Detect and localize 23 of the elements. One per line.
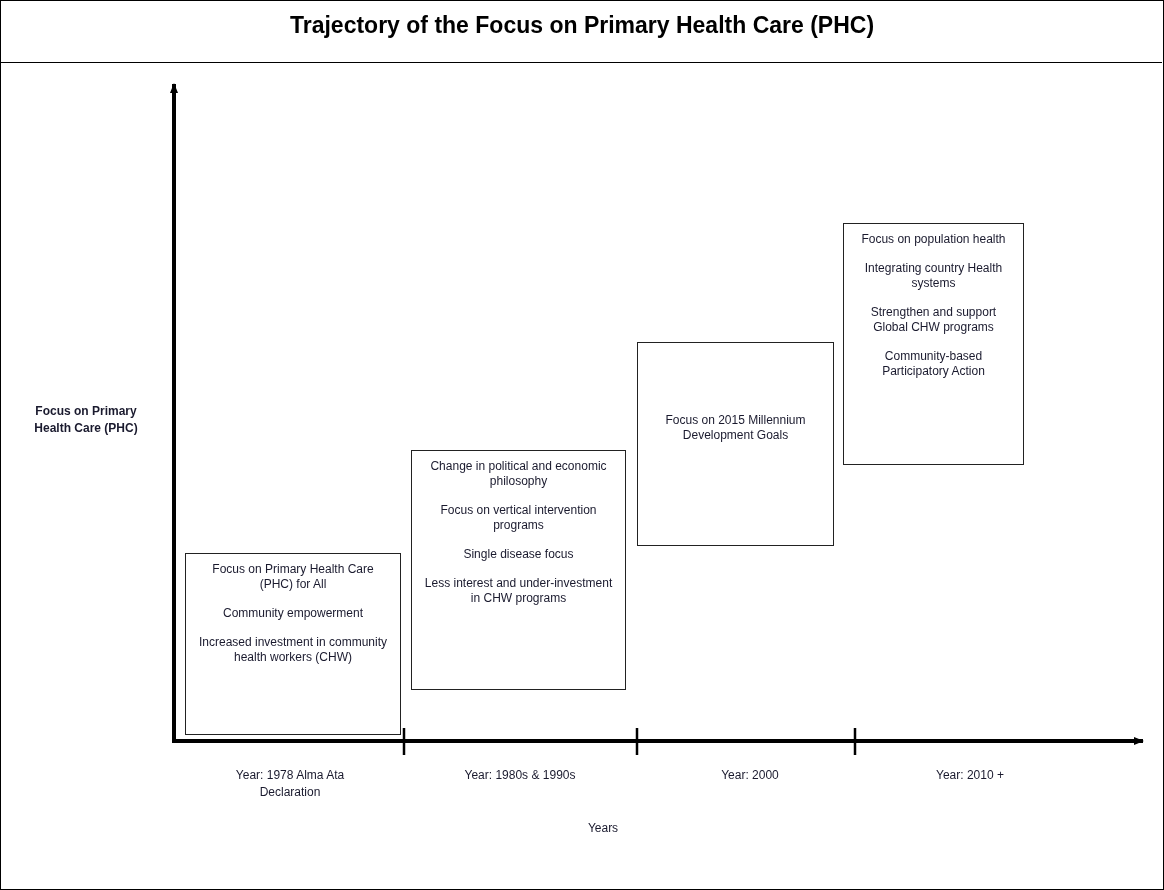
box-text: Integrating country Health systems [863, 261, 1004, 291]
tick-label: Year: 2010 + [935, 767, 1005, 784]
milestone-box [637, 342, 834, 546]
box-text: Focus on population health [861, 232, 1006, 247]
milestone-box [843, 223, 1024, 465]
tick-label: Year: 1978 Alma Ata Declaration [234, 767, 346, 801]
box-text: Community empowerment [222, 606, 363, 621]
axis-title: Years [586, 820, 620, 837]
tick-label: Year: 2000 [720, 767, 780, 784]
box-text: Focus on 2015 Millennium Development Goals [664, 413, 807, 443]
box-text: Focus on Primary Health Care (PHC) for All [211, 562, 375, 592]
chart-title: Trajectory of the Focus on Primary Health Care (PHC) [288, 12, 876, 39]
box-text: Change in political and economic philosophy [429, 459, 608, 489]
box-text: Single disease focus [463, 547, 574, 562]
milestone-box [185, 553, 401, 735]
axis-title: Focus on Primary Health Care (PHC) [33, 403, 139, 437]
tick-label: Year: 1980s & 1990s [463, 767, 577, 784]
box-text: Less interest and under-investment in CHW programs [423, 576, 614, 606]
box-text: Focus on vertical intervention programs [439, 503, 598, 533]
box-text: Community-based Participatory Action [881, 349, 986, 379]
box-text: Strengthen and support Global CHW programs [869, 305, 998, 335]
box-text: Increased investment in community health workers (CHW) [197, 635, 389, 665]
milestone-box [411, 450, 626, 690]
